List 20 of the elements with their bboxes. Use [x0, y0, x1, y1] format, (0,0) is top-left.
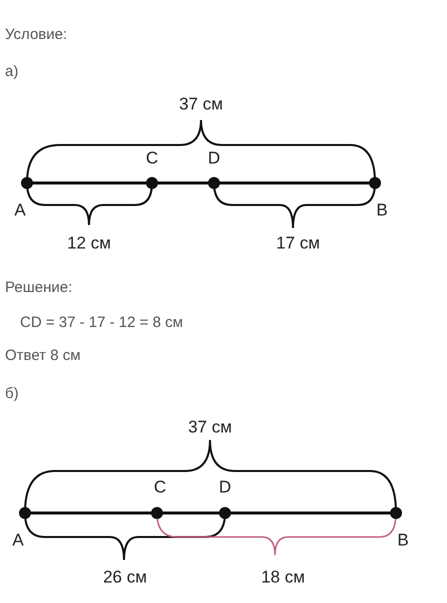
equation-text: CD = 37 - 17 - 12 = 8 см — [20, 315, 183, 330]
section-heading: Решение: — [5, 280, 72, 295]
length-label: 12 см — [67, 234, 111, 252]
point-label: A — [14, 202, 26, 218]
item-label: б) — [5, 386, 19, 401]
point-label: C — [146, 150, 158, 166]
point-label: B — [376, 202, 388, 218]
answer-text: Ответ 8 см — [5, 348, 81, 363]
point-label: C — [154, 478, 166, 496]
section-heading: Условие: — [5, 27, 68, 42]
point-label: D — [208, 150, 220, 166]
point-label: A — [12, 532, 24, 548]
length-label: 37 см — [179, 96, 223, 112]
item-label: а) — [5, 64, 18, 79]
length-label: 37 см — [188, 418, 232, 436]
length-label: 17 см — [276, 234, 320, 252]
length-label: 18 см — [261, 568, 305, 586]
length-label: 26 см — [103, 568, 147, 586]
point-label: D — [218, 478, 232, 496]
point-label: B — [397, 532, 409, 548]
